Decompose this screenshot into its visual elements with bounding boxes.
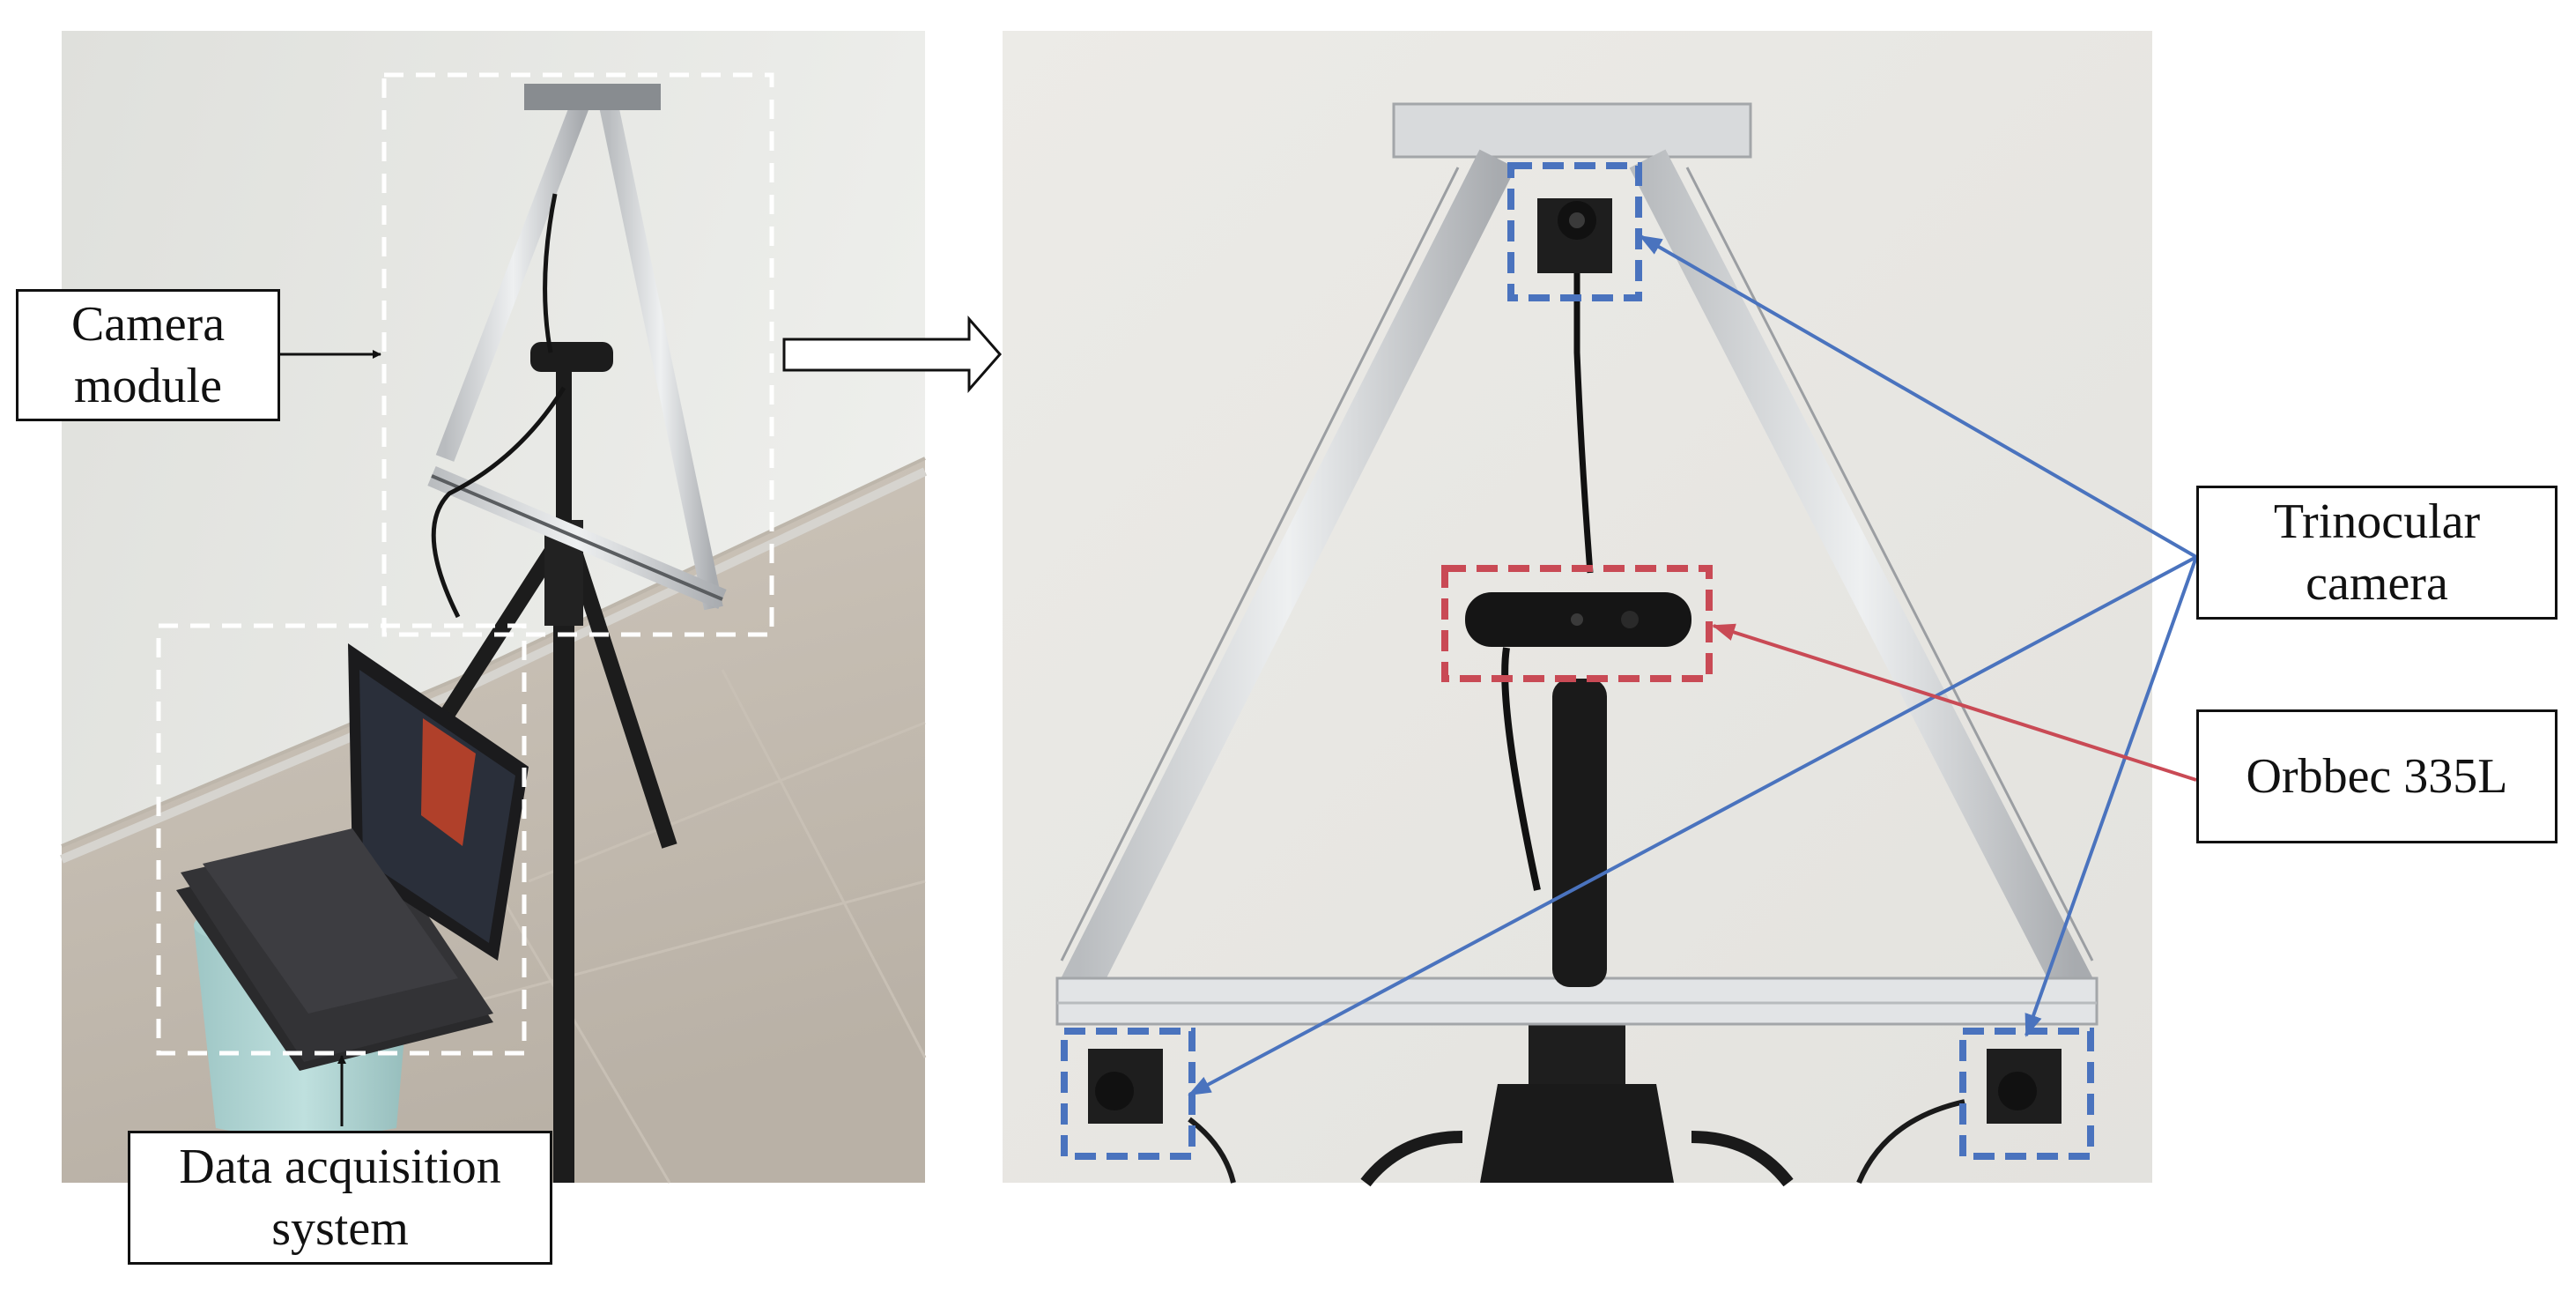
- data-acquisition-label: Data acquisition system: [128, 1131, 552, 1265]
- laptop: [176, 643, 529, 1071]
- orbbec-label: Orbbec 335L: [2196, 709, 2557, 843]
- right-photo: [1003, 31, 2152, 1187]
- trinocular-camera-label-line1: Trinocular: [2273, 494, 2481, 549]
- orbbec-camera: [1465, 592, 1691, 987]
- trinocular-camera-label-line2: camera: [2306, 556, 2448, 611]
- camera-module-label-line2: module: [74, 359, 222, 413]
- frame-left: [427, 84, 727, 611]
- left-photo: [60, 31, 928, 1184]
- tripod: [389, 370, 677, 1183]
- top-camera-board: [1537, 198, 1612, 273]
- top-camera-dashed-box: [1507, 162, 1642, 301]
- data-acquisition-dashed-box: [156, 623, 527, 1056]
- camera-module-label: Camera module: [16, 289, 280, 421]
- trinocular-leaders: [1188, 234, 2198, 1096]
- orbbec-dashed-box: [1441, 565, 1713, 682]
- trinocular-camera-label: Trinocular camera: [2196, 486, 2557, 620]
- orbbec-leader: [1712, 623, 2197, 782]
- camera-module-label-line1: Camera: [70, 297, 226, 352]
- tripod-right: [1188, 1022, 1965, 1187]
- transition-arrow: [782, 316, 1002, 393]
- data-acquisition-label-line2: system: [271, 1201, 409, 1256]
- depth-camera-left: [530, 342, 613, 372]
- camera-module-dashed-box: [381, 72, 774, 637]
- orbbec-label-line1: Orbbec 335L: [2246, 749, 2508, 804]
- data-acquisition-label-line1: Data acquisition: [179, 1140, 501, 1194]
